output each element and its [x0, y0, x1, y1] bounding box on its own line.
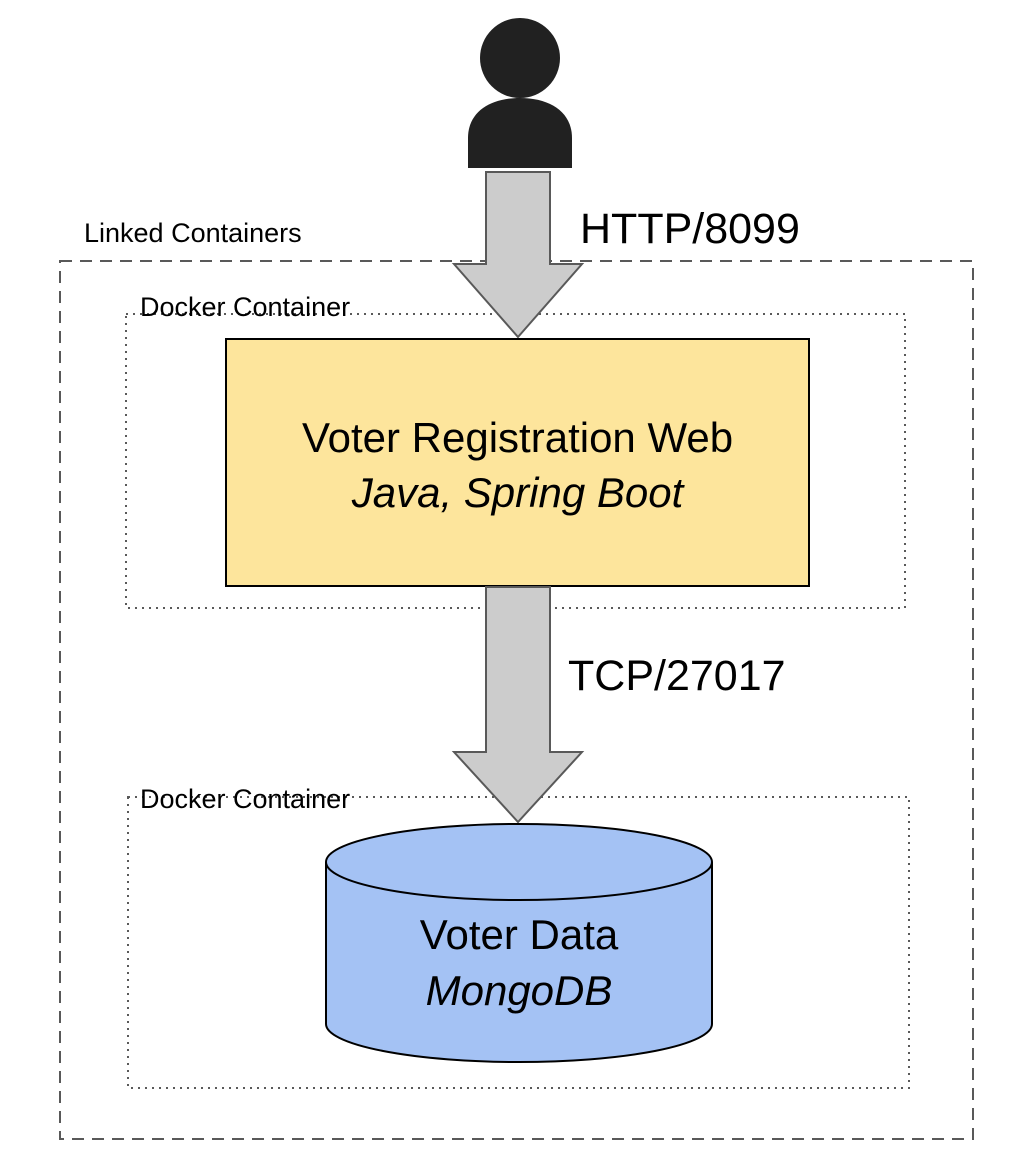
web-node-title: Voter Registration Web [301, 414, 734, 461]
linked-containers-boundary [59, 260, 974, 1140]
docker-container-web-boundary [125, 313, 906, 609]
voter-data-db-node [325, 823, 713, 1063]
docker-container-web-label: Docker Container [140, 292, 351, 322]
http-connection-label: HTTP/8099 [580, 205, 800, 253]
voter-registration-web-node [225, 338, 810, 587]
db-node-title: Voter Data [419, 911, 619, 958]
linked-containers-label: Linked Containers [84, 218, 302, 248]
docker-container-db-label: Docker Container [140, 784, 351, 814]
web-node-subtitle: Java, Spring Boot [351, 469, 684, 516]
tcp-connection-label: TCP/27017 [568, 652, 786, 700]
tcp-arrow [451, 586, 585, 824]
user-icon [468, 18, 572, 168]
db-node-subtitle: MongoDB [425, 967, 613, 1014]
http-arrow [451, 171, 585, 339]
